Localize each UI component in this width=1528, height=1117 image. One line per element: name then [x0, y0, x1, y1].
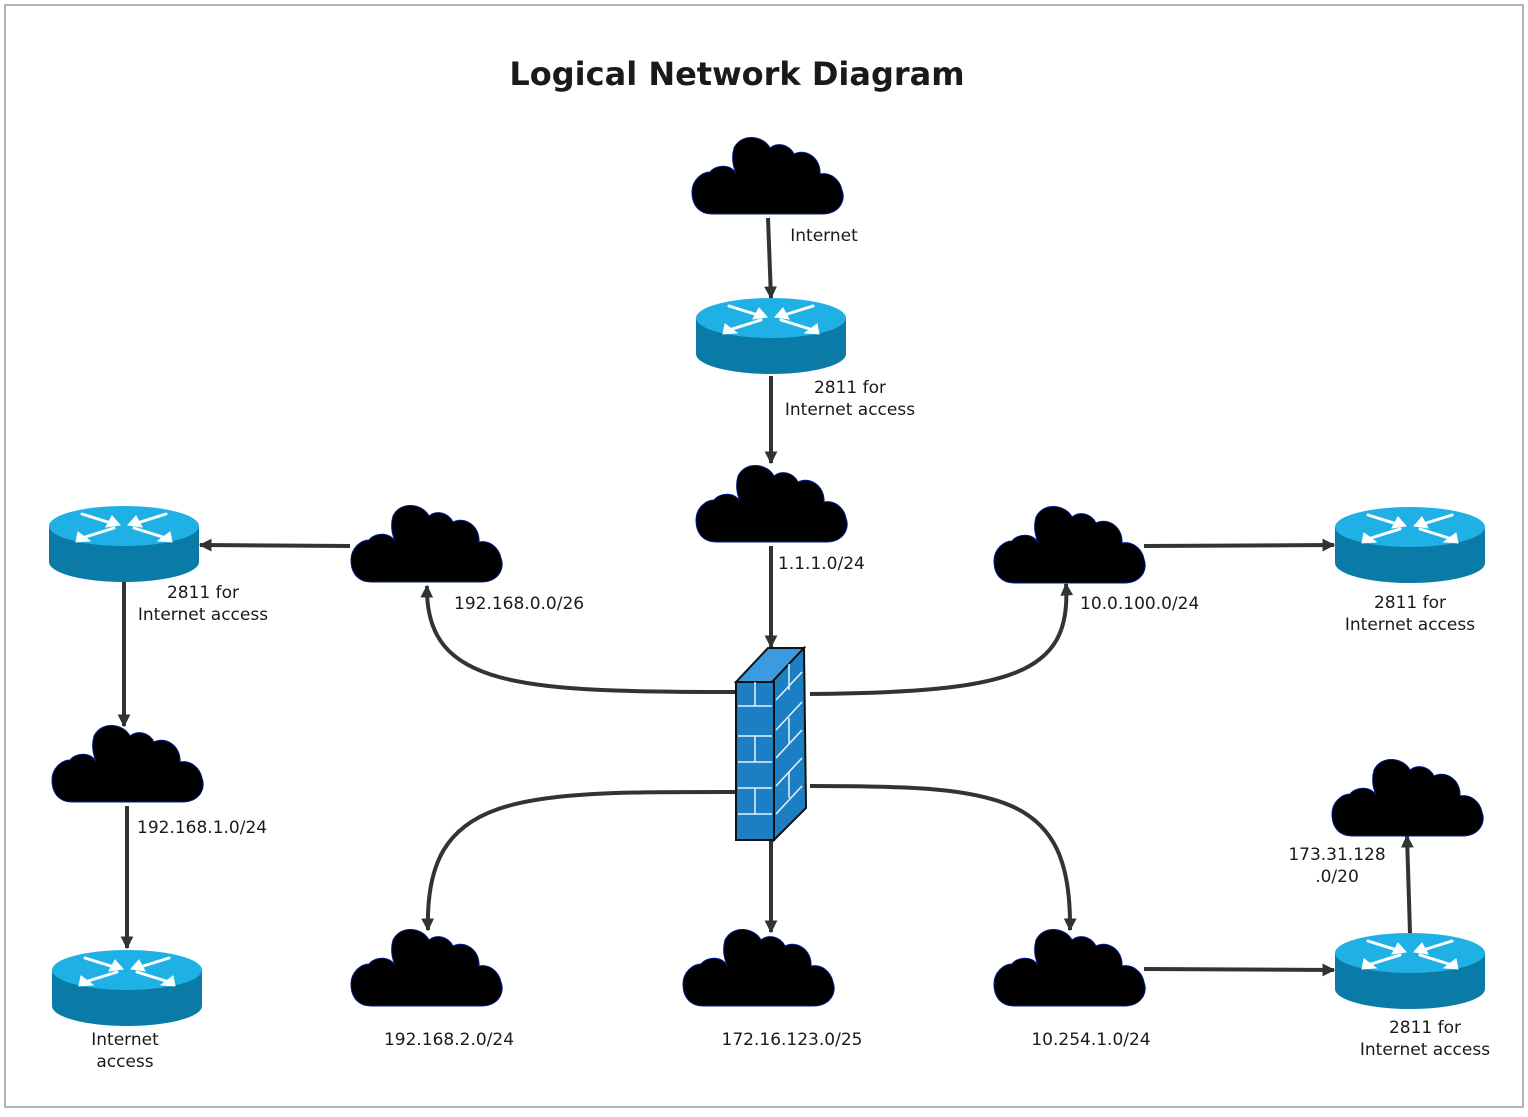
connectors — [117, 217, 1414, 977]
label-internet: Internet — [790, 226, 858, 246]
connector-firewall-net192-2 — [421, 789, 738, 932]
label-net-192-168-1: 192.168.1.0/24 — [137, 818, 267, 838]
label-net-172-16-123: 172.16.123.0/25 — [722, 1030, 863, 1050]
router-icon — [1335, 933, 1485, 1009]
label-net-10-254-1: 10.254.1.0/24 — [1031, 1030, 1150, 1050]
label-router-bl-line2: access — [96, 1052, 153, 1072]
cloud-icon — [350, 504, 503, 583]
label-router-right-line1: 2811 for — [1374, 593, 1446, 613]
labels: Internet 2811 for Internet access 1.1.1.… — [91, 226, 1490, 1072]
label-router-br-line2: Internet access — [1360, 1040, 1490, 1060]
routers — [49, 298, 1485, 1026]
label-router-left-line2: Internet access — [138, 605, 268, 625]
diagram-border — [4, 4, 1524, 1108]
label-net-192-168-0: 192.168.0.0/26 — [454, 594, 584, 614]
cloud-icon — [993, 928, 1146, 1007]
label-net-192-168-2: 192.168.2.0/24 — [384, 1030, 514, 1050]
connector-net192-0-router-left — [198, 538, 351, 552]
router-icon — [49, 506, 199, 582]
connector-net10-254-router-br — [1143, 963, 1336, 977]
connector-firewall-net192-0 — [420, 584, 738, 694]
label-net-173-31-128-line2: .0/20 — [1315, 867, 1359, 887]
label-net-10-0-100: 10.0.100.0/24 — [1080, 594, 1199, 614]
cloud-icon — [1331, 758, 1484, 837]
label-router-top-line1: 2811 for — [814, 378, 886, 398]
label-net-1-1-1: 1.1.1.0/24 — [778, 554, 865, 574]
connector-internet-router — [764, 217, 777, 300]
diagram-title: Logical Network Diagram — [509, 55, 964, 93]
router-icon — [52, 950, 202, 1026]
label-router-right-line2: Internet access — [1345, 615, 1475, 635]
label-router-br-line1: 2811 for — [1389, 1018, 1461, 1038]
connector-net10-0-router-right — [1143, 538, 1336, 552]
router-icon — [1335, 507, 1485, 583]
cloud-icon — [695, 464, 848, 543]
connector-firewall-net10-0 — [809, 582, 1074, 696]
label-router-top-line2: Internet access — [785, 400, 915, 420]
clouds — [51, 136, 1484, 1007]
label-router-left-line1: 2811 for — [167, 583, 239, 603]
connector-router-br-net173 — [1400, 834, 1414, 934]
router-icon — [696, 298, 846, 374]
firewall-icon — [733, 645, 808, 843]
cloud-icon — [993, 505, 1146, 584]
connector-firewall-net10-254 — [809, 784, 1077, 932]
label-net-173-31-128-line1: 173.31.128 — [1288, 845, 1385, 865]
cloud-icon — [350, 928, 503, 1007]
cloud-icon — [691, 136, 844, 215]
label-router-bl-line1: Internet — [91, 1030, 159, 1050]
cloud-icon — [682, 928, 835, 1007]
cloud-icon — [51, 724, 204, 803]
